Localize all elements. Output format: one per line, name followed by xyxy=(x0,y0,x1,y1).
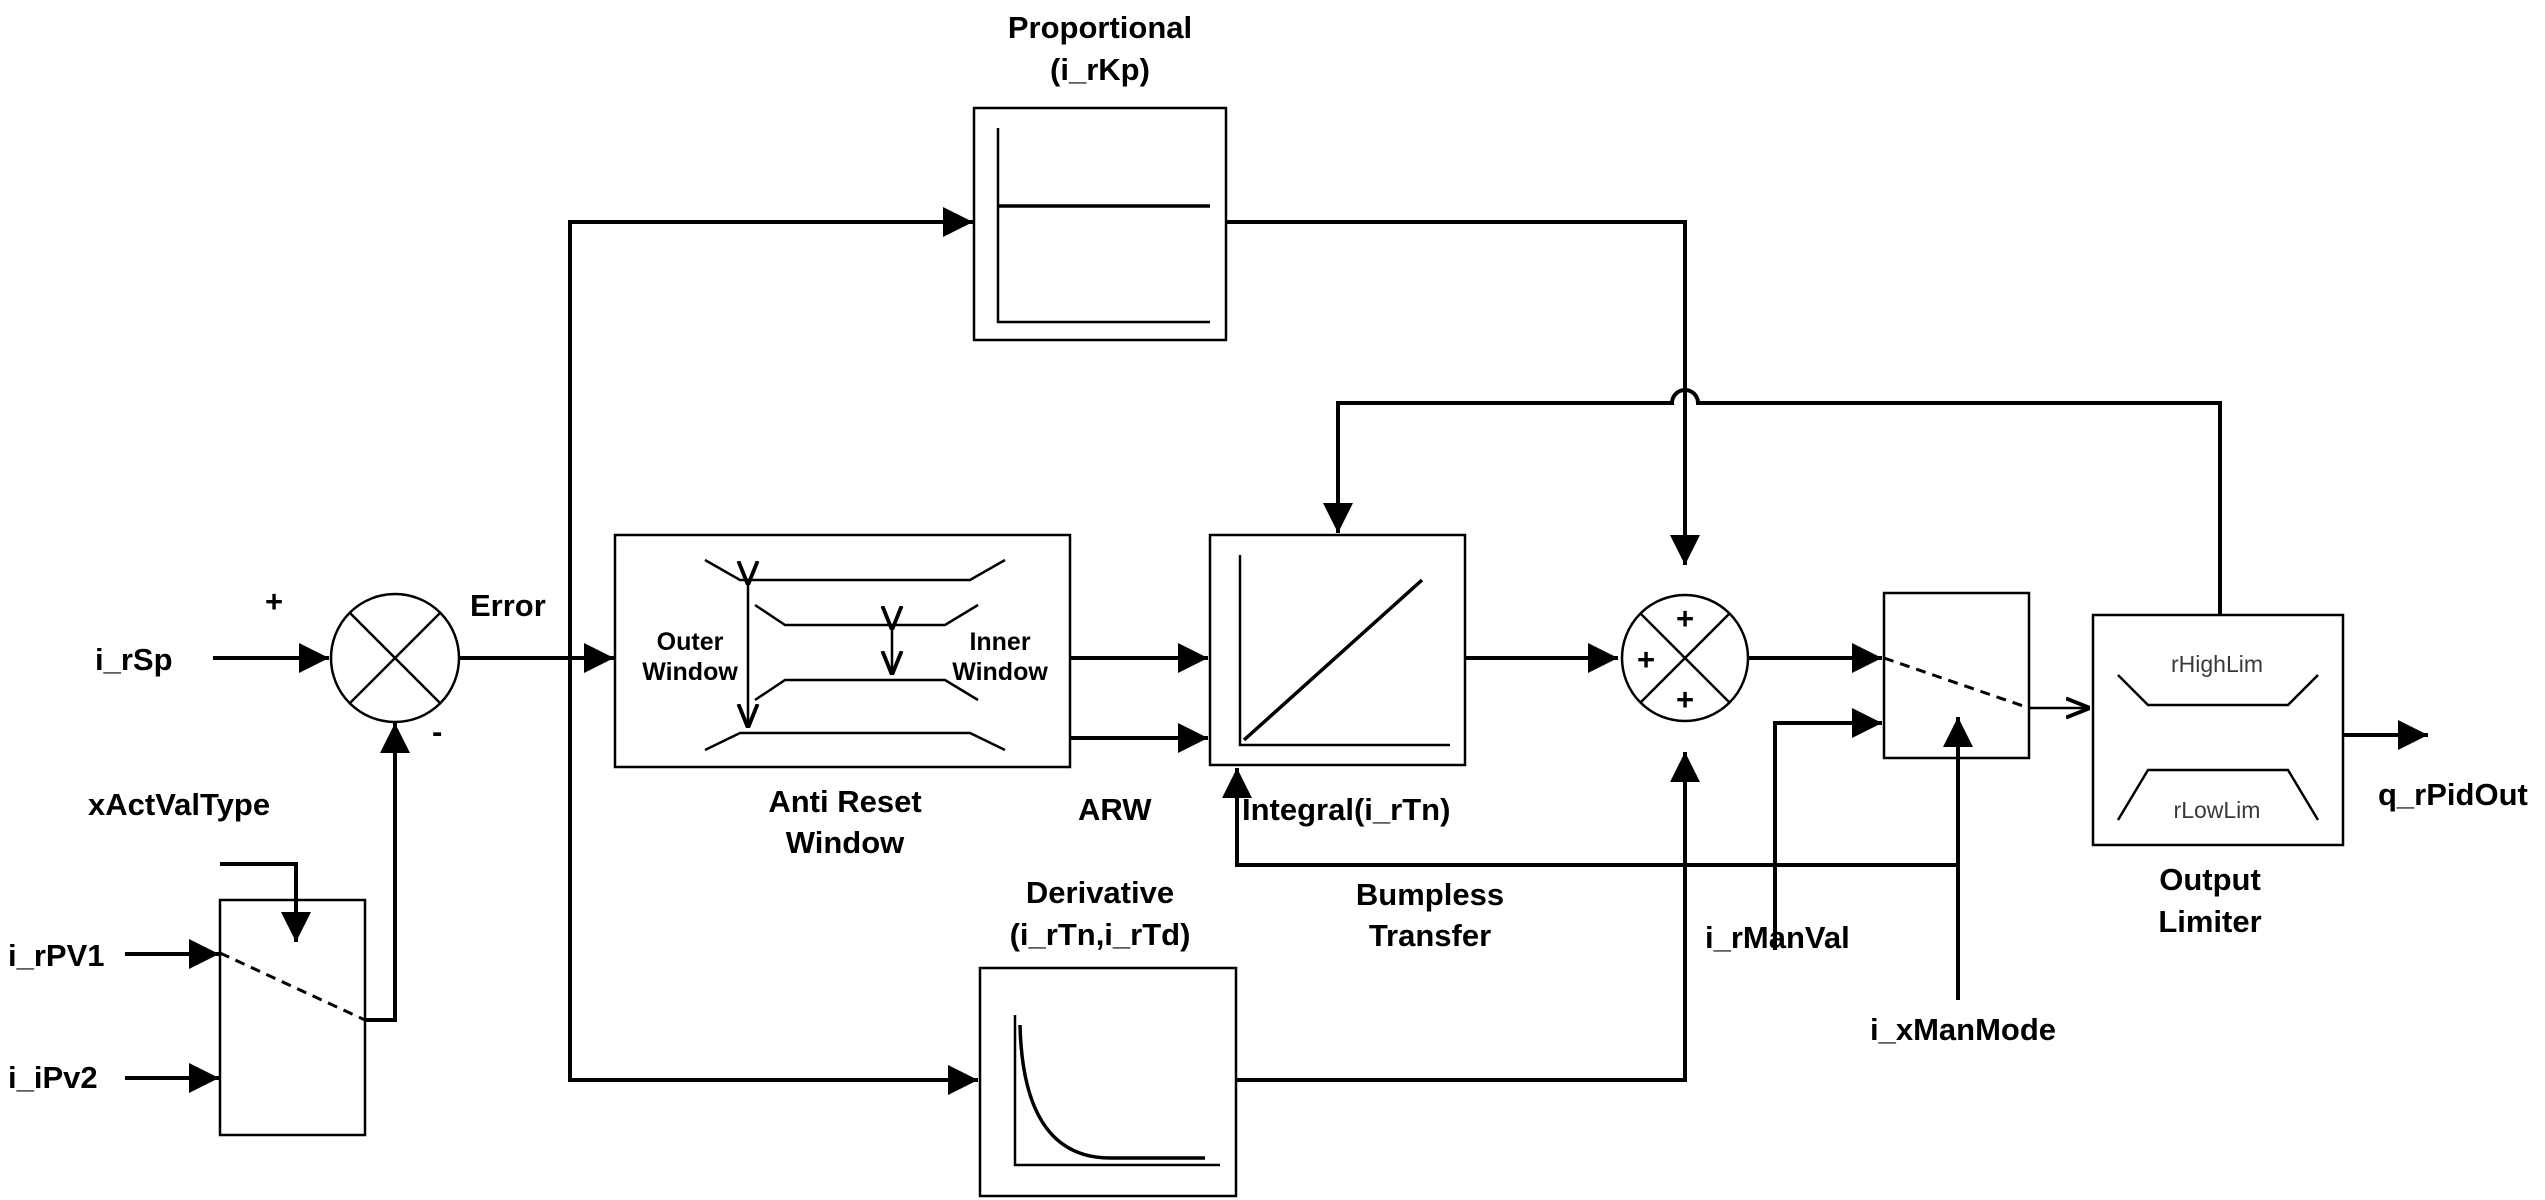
error-label: Error xyxy=(470,588,546,623)
integral-graph-axes xyxy=(1238,555,1450,747)
proportional-title: Proportional xyxy=(1008,10,1192,45)
anti-reset-window-title: Anti Reset xyxy=(768,784,921,819)
integral-label: Integral(i_rTn) xyxy=(1242,792,1450,827)
selector-switch-line xyxy=(219,951,366,1022)
arw-label: ARW xyxy=(1078,792,1152,827)
low-limit-label: rLowLim xyxy=(2174,797,2261,823)
derivative-graph-curve xyxy=(1018,1024,1205,1160)
minus-sign: - xyxy=(432,714,442,749)
high-limit-label: rHighLim xyxy=(2171,651,2263,677)
pv2-input-label: i_iPv2 xyxy=(8,1060,98,1095)
outer-window-label: Outer xyxy=(657,628,724,656)
error-bus-top xyxy=(568,207,973,658)
limiter-feedback-wire xyxy=(1323,388,2222,615)
error-summing-junction xyxy=(329,592,461,724)
derivative-output-wire xyxy=(1236,752,1700,1082)
pv1-input-label: i_rPV1 xyxy=(8,938,105,973)
plus-sign: + xyxy=(265,584,283,619)
act-val-type-wire xyxy=(220,862,311,942)
anti-reset-window-graphic xyxy=(704,558,1006,752)
integral-block xyxy=(1208,533,1467,767)
man-mode-label: i_xManMode xyxy=(1870,1012,2056,1047)
output-limiter-title-2: Limiter xyxy=(2158,904,2261,939)
proportional-graph-axes xyxy=(996,128,1210,324)
derivative-param: (i_rTn,i_rTd) xyxy=(1010,917,1191,952)
integral-graph-ramp xyxy=(1242,578,1424,742)
act-val-selector xyxy=(218,898,367,1137)
pid-output-label: q_rPidOut xyxy=(2378,777,2528,812)
derivative-graph-axes xyxy=(1013,1015,1220,1167)
proportional-block xyxy=(972,106,1228,342)
sum-plus-top: + xyxy=(1676,601,1694,636)
error-bus-bottom xyxy=(568,658,978,1095)
inner-window-label: Inner xyxy=(969,628,1030,656)
anti-reset-window-block xyxy=(613,533,1072,769)
act-val-type-label: xActValType xyxy=(88,787,270,822)
bumpless-transfer-wire xyxy=(1222,768,1958,867)
proportional-output-wire xyxy=(1226,220,1700,565)
inner-window-label-2: Window xyxy=(952,658,1048,686)
derivative-title: Derivative xyxy=(1026,875,1174,910)
sum-plus-bottom: + xyxy=(1676,682,1694,717)
proportional-param: (i_rKp) xyxy=(1050,52,1150,87)
anti-reset-window-title-2: Window xyxy=(786,825,905,860)
manual-switch-line xyxy=(1883,656,2030,710)
bumpless-transfer-title-2: Transfer xyxy=(1369,918,1491,953)
output-limiter-title: Output xyxy=(2159,862,2261,897)
output-limiter-block xyxy=(2091,613,2345,847)
man-val-label: i_rManVal xyxy=(1705,920,1850,955)
sum-plus-left: + xyxy=(1637,642,1655,677)
bumpless-transfer-title: Bumpless xyxy=(1356,877,1504,912)
setpoint-input-label: i_rSp xyxy=(95,642,173,677)
outer-window-label-2: Window xyxy=(642,658,738,686)
feedback-wire xyxy=(365,723,410,1022)
derivative-block xyxy=(978,966,1238,1198)
low-limit-shape xyxy=(2116,768,2320,821)
man-val-wire xyxy=(1773,708,1882,950)
high-limit-shape xyxy=(2117,674,2319,707)
